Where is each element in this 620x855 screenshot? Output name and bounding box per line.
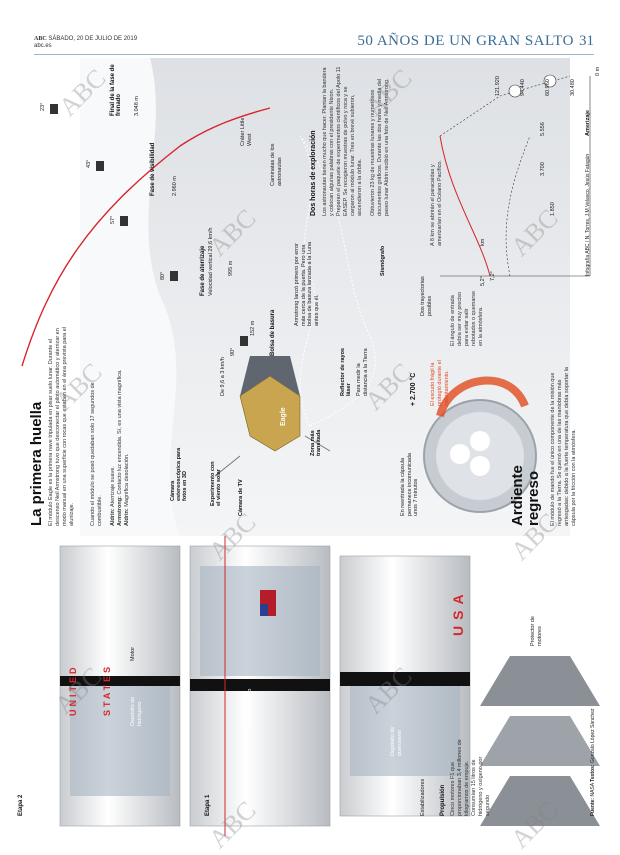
paper-name: ABC (34, 36, 47, 42)
bag-label: Bolsa de basura (270, 309, 276, 356)
descent-trajectory (21, 107, 271, 367)
capsule-note: En reentrada la cápsula permanece incomu… (400, 453, 419, 516)
shield-note: El escudo frágil la protegió durante el … (430, 360, 450, 406)
source-label: Fuente: (590, 797, 596, 816)
crew-line: Aterrizaje suave. (110, 466, 116, 508)
landing-intro: El módulo Eagle es la primera nave tripu… (48, 326, 75, 526)
infographic: La primera huella El módulo Eagle es la … (10, 58, 608, 836)
walk-path (299, 135, 376, 427)
crew-line: Contacto luz encendida. Sí, es una vista… (117, 369, 123, 495)
exploration-text: Los astronautas tienen mucho que hacer. … (322, 66, 363, 216)
heat-glow (436, 376, 529, 418)
usa-text: USA (450, 588, 466, 636)
infographic-background (10, 58, 608, 836)
altitude-label: 0 m (595, 66, 601, 76)
altitude-label: 3.700 (540, 162, 546, 176)
speed-label: De 9,6 a 3 km/h (220, 357, 226, 396)
walks-label: Caminatas de los astronautas (270, 143, 283, 187)
phase-value-final: 152 m (250, 320, 256, 336)
crater-label: Cráter Little West (240, 117, 253, 146)
engine-bell (480, 776, 600, 826)
engine-label: Motor (130, 646, 136, 661)
bag-note: Armstrong lanzó primero por error más ce… (294, 241, 320, 326)
crew-speaker: Aldrin: (110, 508, 116, 526)
splash-note: A 8 km se abrirán el paracaídas y ameriz… (430, 160, 443, 246)
phase-label-braking: Final de la fase de frenado (110, 64, 122, 116)
lm-descent-icons (50, 104, 248, 346)
lox-tank-label: Depósito de oxígeno líquido (240, 688, 253, 726)
page-number: 31 (579, 33, 594, 49)
stabilizers-label: Estabilizadores (420, 778, 426, 816)
exploration-title: Dos horas de exploración (310, 130, 317, 216)
header-site: abc.es (34, 43, 52, 49)
seismograph-label: Sismógrafo (380, 245, 386, 276)
altitude-label: 94.440 (520, 79, 526, 96)
angle-label: 43° (86, 159, 92, 168)
fuel-note: Cuando el módulo se posó quedaban solo 1… (90, 382, 103, 526)
laser-label: Reflector de rayos láser (340, 348, 352, 396)
busy-zone-label: Zona más transitada (310, 429, 322, 456)
infographic-credit: Infografía ABC / N. Torres, J.M.Velasco,… (585, 153, 591, 276)
entry-angle: 7,2° (490, 271, 496, 281)
hydrogen-tank-label: Depósito de hidrógeno (130, 696, 143, 726)
angle-label: 23° (40, 102, 46, 111)
altitude-label: 5.556 (540, 122, 546, 136)
reentry-text: El módulo de mando fue el único componen… (550, 367, 577, 526)
crew-speaker: Armstrong: (117, 496, 123, 526)
stage1-label: Etapa 1 (205, 794, 211, 816)
eagle-label: Eagle (280, 407, 287, 426)
altitude-label: 60.960 (545, 79, 551, 96)
landing-title: La primera huella (28, 401, 45, 526)
propulsion-title: Propulsión (440, 784, 446, 816)
trajectories-label: Dos trayectorias posibles (420, 276, 433, 316)
source-credit: Fuente: NASA Textos: Gonzalo López Sánch… (590, 709, 597, 816)
angle-label: 57° (110, 215, 116, 224)
angle-note: El ángulo de entrada debía ser muy preci… (450, 290, 484, 346)
altitude-label: 121.920 (495, 76, 501, 96)
header-meta: ABC SÁBADO, 20 DE JULIO DE 2019 abc.es (34, 36, 137, 50)
stage2-label: Etapa 2 (18, 794, 24, 816)
crew-line: Magnífica desolación. (124, 453, 130, 507)
phase-label-visibility: Fase de visibilidad (150, 142, 156, 196)
header-rule (34, 54, 594, 55)
text-credit-value: Gonzalo López Sánchez (590, 708, 596, 763)
states-text: STATES (102, 663, 112, 716)
angle-label: 80° (160, 271, 166, 280)
page-header: ABC SÁBADO, 20 DE JULIO DE 2019 abc.es 5… (0, 0, 620, 58)
source-value: NASA (590, 783, 596, 797)
propulsion-text: Cinco motores F1 que proporcionaban 3,4 … (450, 739, 491, 816)
crew-speaker: Aldrin: (124, 508, 130, 526)
entry-angle: 5,2° (480, 276, 486, 286)
splashdown-chart (439, 74, 591, 277)
angle-label: 90° (230, 347, 236, 356)
phase-value-braking: 3.048 m (134, 96, 140, 116)
stereo-camera-label: Cámara estereoscópica para fotos en 3D (170, 447, 188, 501)
solar-wind-label: Experimento con el viento solar (210, 461, 222, 506)
phase-value-visibility: 2.960 m (172, 176, 178, 196)
altitude-label: 30.480 (570, 79, 576, 96)
header-date: SÁBADO, 20 DE JULIO DE 2019 (48, 36, 138, 42)
km-label: km (480, 238, 486, 246)
text-credit-label: Textos: (590, 764, 596, 782)
phase-label-landing: Fase de aterrizaje (200, 245, 206, 296)
section-title: 50 AÑOS DE UN GRAN SALTO (357, 33, 574, 49)
motor-protector-label: Protector de motores (530, 616, 543, 646)
phase-value-landing: 995 m (228, 260, 234, 276)
kerosene-tank-label: Depósito de queroseno (390, 726, 403, 756)
crew-dialogue: Aldrin: Aterrizaje suave. Armstrong: Con… (110, 356, 131, 526)
